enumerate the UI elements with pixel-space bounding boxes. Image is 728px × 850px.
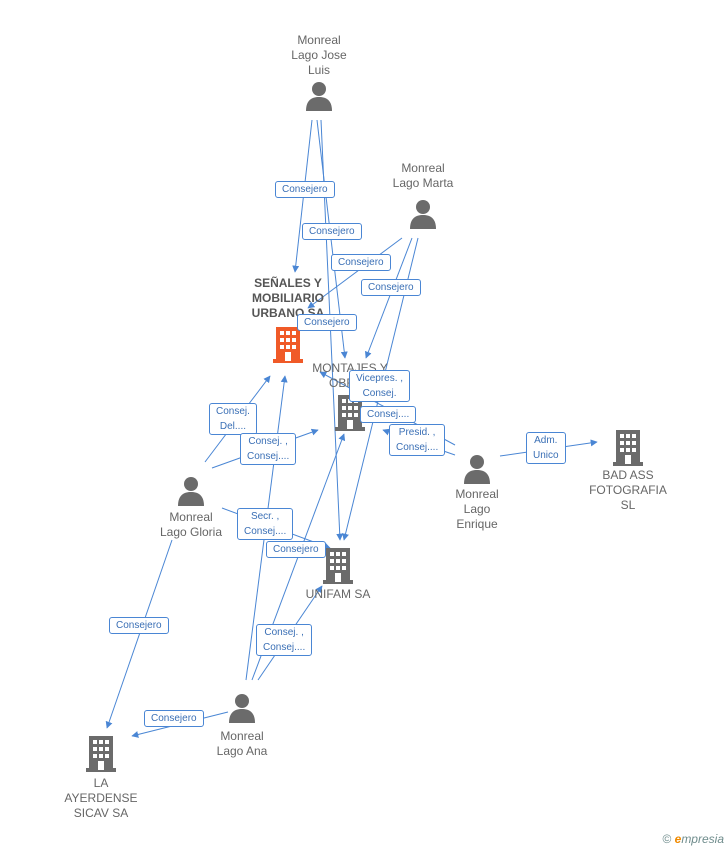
node-label: Monreal Lago Marta — [392, 161, 454, 190]
relation-label[interactable]: Consejero — [361, 279, 421, 296]
relation-label[interactable]: Secr. , Consej.... — [237, 508, 294, 540]
node-bad-ass-fotografia-sl[interactable]: BAD ASS FOTOGRAFIA SL — [578, 430, 678, 513]
relation-label[interactable]: Consejero — [109, 617, 169, 634]
relation-label[interactable]: Consejero — [266, 541, 326, 558]
relation-label[interactable]: Presid. , Consej.... — [389, 424, 446, 456]
person-icon — [229, 694, 255, 723]
building-icon — [86, 736, 116, 772]
footer-brand: © empresia — [662, 832, 724, 846]
node-monreal-lago-marta[interactable]: Monreal Lago Marta — [373, 161, 473, 229]
node-label: UNIFAM SA — [305, 587, 371, 601]
relation-label[interactable]: Vicepres. , Consej. — [349, 370, 411, 402]
relation-label[interactable]: Consejero — [275, 181, 335, 198]
relation-label[interactable]: Consej.... — [360, 406, 417, 423]
building-icon — [323, 548, 353, 584]
relation-label[interactable]: Consejero — [302, 223, 362, 240]
relation-label[interactable]: Consejero — [144, 710, 204, 727]
node-monreal-lago-ana[interactable]: Monreal Lago Ana — [192, 693, 292, 759]
relation-label[interactable]: Consejero — [297, 314, 357, 331]
edge-marta-senales — [307, 237, 403, 309]
node-label: BAD ASS FOTOGRAFIA SL — [589, 468, 667, 512]
person-icon — [306, 82, 332, 111]
person-icon — [410, 200, 436, 229]
building-icon-main — [273, 327, 303, 363]
node-label: Monreal Lago Enrique — [455, 487, 499, 531]
relation-label[interactable]: Consej. , Consej.... — [256, 624, 313, 656]
relation-label[interactable]: Consejero — [331, 254, 391, 271]
person-icon — [464, 455, 490, 484]
node-label: Monreal Lago Jose Luis — [291, 33, 347, 77]
node-monreal-lago-gloria[interactable]: Monreal Lago Gloria — [141, 476, 241, 540]
relation-label[interactable]: Consej. Del.... — [209, 403, 257, 435]
brand-initial: e — [674, 832, 682, 846]
node-monreal-lago-jose-luis[interactable]: Monreal Lago Jose Luis — [269, 33, 369, 111]
edge-gloria-ayerdense — [105, 539, 173, 729]
relation-label[interactable]: Consej. , Consej.... — [240, 433, 297, 465]
node-label: Monreal Lago Gloria — [159, 510, 223, 539]
node-label: Monreal Lago Ana — [216, 729, 268, 758]
node-la-ayerdense-sicav-sa[interactable]: LA AYERDENSE SICAV SA — [51, 736, 151, 821]
relation-label[interactable]: Adm. Unico — [526, 432, 566, 464]
person-icon — [178, 477, 204, 506]
node-label: LA AYERDENSE SICAV SA — [64, 776, 138, 820]
node-unifam-sa[interactable]: UNIFAM SA — [288, 548, 388, 602]
brand-name: mpresia — [681, 832, 724, 846]
copyright-symbol: © — [662, 832, 672, 846]
node-label: SEÑALES Y MOBILIARIO URBANO SA — [251, 276, 325, 320]
building-icon — [613, 430, 643, 466]
node-senales-y-mobiliario-urbano-sa[interactable]: SEÑALES Y MOBILIARIO URBANO SA — [238, 276, 338, 363]
node-monreal-lago-enrique[interactable]: Monreal Lago Enrique — [427, 454, 527, 532]
edge-marta-montajes — [364, 237, 413, 359]
